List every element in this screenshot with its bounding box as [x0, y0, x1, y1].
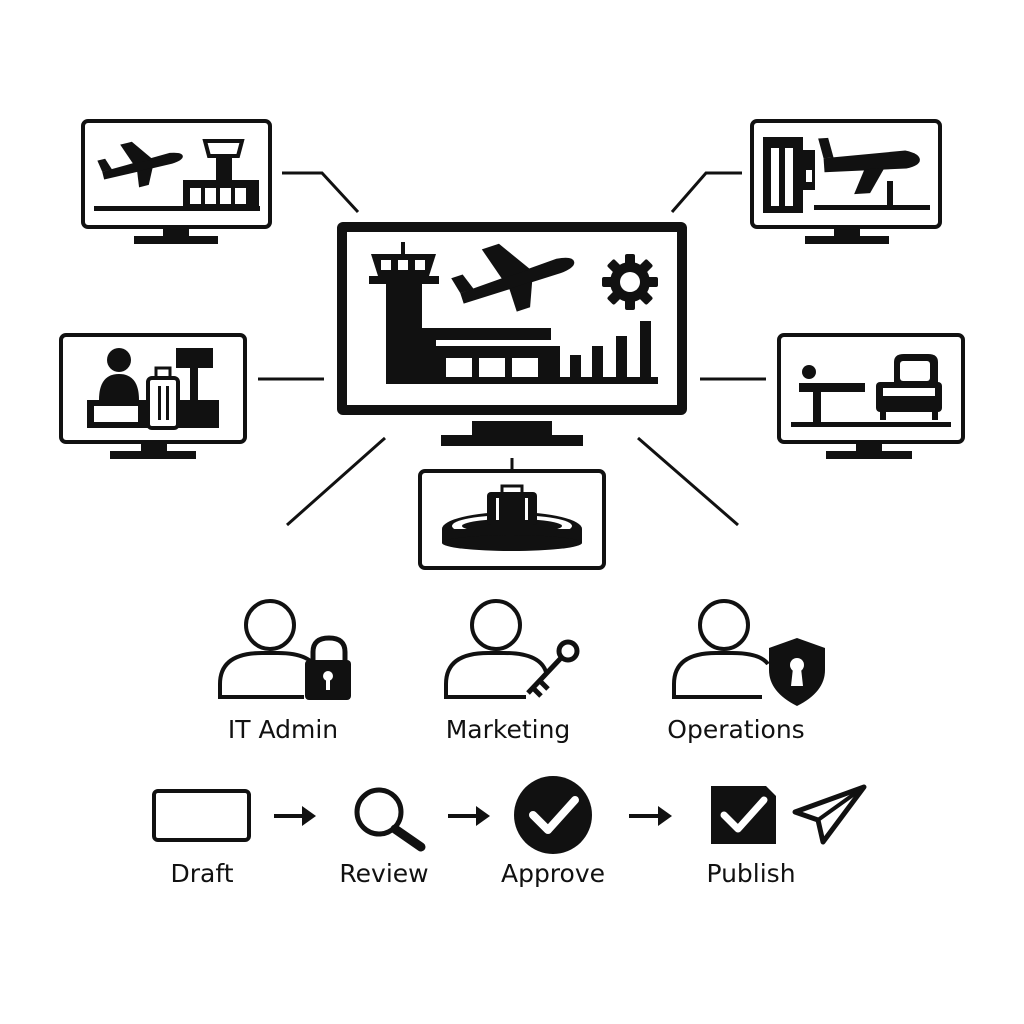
- publish-check-send-icon: [711, 784, 867, 845]
- airplane-takeoff-icon: [451, 243, 575, 312]
- user-key-icon: [444, 599, 580, 699]
- workflow-label-review: Review: [339, 859, 429, 888]
- padlock-icon: [305, 635, 351, 700]
- person-icon: [99, 348, 139, 400]
- connector-top-right: [670, 171, 742, 213]
- arrow-right-icon: [629, 806, 672, 826]
- hub-monitor-neck: [472, 421, 552, 435]
- role-label-it-admin: IT Admin: [227, 715, 339, 744]
- draft-box-icon: [152, 789, 251, 842]
- tower-icon: [202, 139, 245, 182]
- workflow-label-draft: Draft: [170, 859, 234, 888]
- role-label-marketing: Marketing: [445, 715, 571, 744]
- lounge-seating-monitor-icon: [777, 333, 965, 459]
- connector-lines: [258, 171, 766, 527]
- bar-chart-icon: [570, 321, 651, 381]
- user-shield-icon: [672, 599, 825, 706]
- workflow-label-approve: Approve: [500, 859, 606, 888]
- armchair-icon: [876, 354, 942, 420]
- gear-icon: [602, 254, 658, 310]
- key-icon: [526, 639, 580, 698]
- signpost-icon: [176, 348, 213, 402]
- baggage-carousel-monitor-icon: [418, 469, 606, 570]
- check-in-desk-monitor-icon: [59, 333, 247, 459]
- airport-dashboard-monitor-icon: [337, 222, 687, 446]
- arrow-right-icon: [448, 806, 490, 826]
- luggage-icon: [146, 366, 180, 430]
- desk-icon: [799, 365, 865, 422]
- connector-bottom-right: [637, 436, 739, 527]
- connector-top-left: [282, 171, 360, 214]
- user-lock-icon: [218, 599, 351, 700]
- gate-boarding-monitor-icon: [750, 119, 942, 244]
- check-circle-icon: [514, 776, 592, 854]
- role-label-operations: Operations: [667, 715, 805, 744]
- terminal-building-icon: [386, 328, 658, 384]
- arrow-right-icon: [274, 806, 316, 826]
- suitcase-icon: [487, 484, 537, 525]
- hub-monitor-base: [441, 435, 583, 446]
- flight-departure-monitor-icon: [81, 119, 272, 244]
- paper-plane-icon: [792, 784, 867, 845]
- connector-bottom-left: [286, 436, 386, 527]
- magnifier-icon: [354, 787, 426, 852]
- workflow-label-publish: Publish: [706, 859, 796, 888]
- shield-keyhole-icon: [769, 638, 825, 706]
